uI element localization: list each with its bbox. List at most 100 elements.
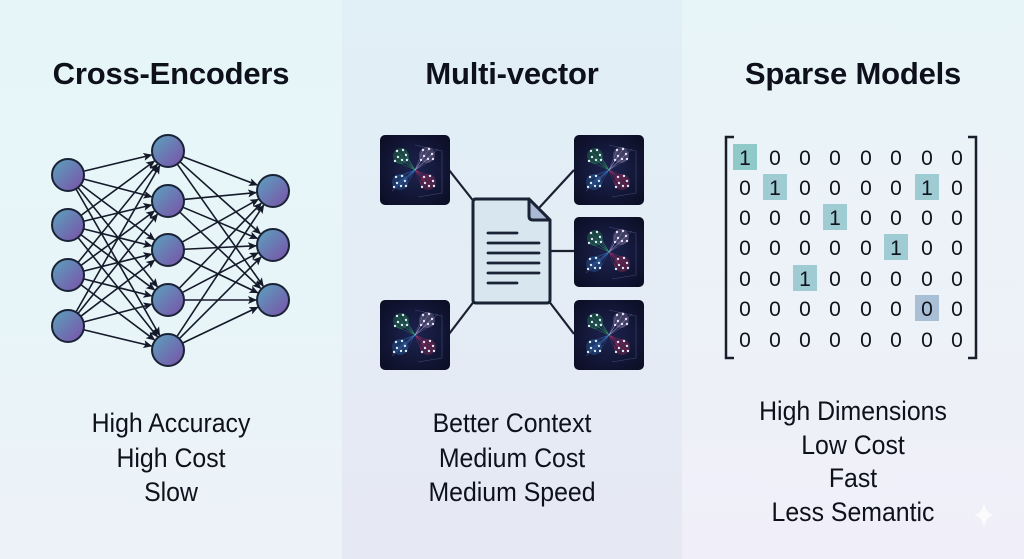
input-node (51, 258, 85, 292)
property-speed: Slow (144, 477, 198, 507)
embedding-tile (380, 135, 450, 205)
input-node (51, 158, 85, 192)
cross-encoders-properties: High Accuracy High Cost Slow (14, 406, 329, 510)
matrix-cell: 0 (921, 329, 933, 352)
embedding-connector (538, 169, 575, 209)
hidden-node (151, 233, 185, 267)
matrix-cell: 0 (829, 147, 841, 170)
matrix-cell: 0 (769, 298, 781, 321)
multi-vector-diagram (380, 135, 644, 370)
connection-arrow (77, 213, 159, 315)
connection-arrow (178, 202, 262, 290)
matrix-cell: 0 (739, 177, 751, 200)
matrix-cell: 0 (769, 268, 781, 291)
matrix-cell: 0 (799, 207, 811, 230)
matrix-cell: 0 (739, 329, 751, 352)
hidden-node (151, 134, 185, 168)
connection-arrow (80, 259, 156, 317)
connection-arrow (80, 160, 156, 217)
panel-multi-vector: Multi-vector Better Context Medium Cost (342, 0, 682, 559)
matrix-cell: 0 (799, 147, 811, 170)
matrix-cell: 0 (799, 329, 811, 352)
sparse-models-properties: High Dimensions Low Cost Fast Less Seman… (696, 395, 1011, 529)
matrix-cell: 0 (951, 298, 963, 321)
multi-vector-title: Multi-vector (425, 56, 599, 91)
matrix-cell: 0 (890, 329, 902, 352)
matrix-cell: 1 (890, 237, 902, 260)
left-bracket (724, 135, 734, 360)
matrix-brackets (724, 135, 978, 360)
embedding-tile (380, 300, 450, 370)
sparse-models-title: Sparse Models (744, 56, 962, 91)
matrix-cell: 0 (829, 329, 841, 352)
connection-arrow (176, 204, 265, 338)
property-cost: Low Cost (801, 429, 905, 460)
matrix-cell: 0 (769, 329, 781, 352)
connection-arrow (83, 152, 153, 173)
matrix-cell: 1 (739, 147, 751, 170)
matrix-cell: 0 (921, 207, 933, 230)
connection-arrow (182, 155, 259, 186)
connection-arrow (75, 164, 161, 313)
matrix-cell: 0 (860, 329, 872, 352)
connection-arrow (83, 328, 153, 349)
embedding-tile (574, 135, 644, 205)
output-node (256, 283, 290, 317)
output-node (256, 228, 290, 262)
embedding-tile (574, 300, 644, 370)
highlighted-cell (884, 234, 908, 260)
cross-encoders-title: Cross-Encoders (52, 56, 290, 91)
document-icon (471, 197, 552, 305)
matrix-cell: 0 (769, 207, 781, 230)
matrix-cell: 0 (860, 237, 872, 260)
matrix-cell: 0 (921, 147, 933, 170)
matrix-cell: 0 (739, 237, 751, 260)
matrix-cell: 0 (890, 268, 902, 291)
matrix-cell: 0 (921, 237, 933, 260)
connection-arrow (182, 256, 259, 294)
property-speed: Fast (828, 463, 878, 493)
connection-arrow (181, 252, 259, 294)
matrix-cell: 1 (799, 268, 811, 291)
matrix-cell: 1 (769, 177, 781, 200)
connection-arrow (181, 198, 260, 243)
connection-arrow (178, 256, 262, 340)
document-text-lines (486, 231, 541, 285)
hidden-node (151, 184, 185, 218)
highlighted-cell (733, 144, 757, 170)
matrix-cell: 0 (739, 298, 751, 321)
matrix-cell: 0 (860, 177, 872, 200)
matrix-cell: 0 (951, 177, 963, 200)
property-context: Better Context (432, 408, 592, 438)
highlighted-cell (763, 174, 787, 200)
sparkle-icon (974, 502, 994, 528)
property-speed: Medium Speed (428, 477, 596, 507)
matrix-cell: 0 (769, 237, 781, 260)
highlighted-cell (915, 174, 939, 200)
property-accuracy: High Accuracy (91, 408, 251, 438)
matrix-cell: 0 (799, 177, 811, 200)
input-node (51, 309, 85, 343)
matrix-cell: 0 (860, 147, 872, 170)
matrix-cell: 0 (799, 237, 811, 260)
connection-arrow (83, 252, 153, 272)
matrix-cell: 0 (951, 147, 963, 170)
matrix-cell: 0 (799, 298, 811, 321)
matrix-cell: 0 (739, 268, 751, 291)
right-bracket (968, 135, 978, 360)
connection-arrow (183, 242, 258, 251)
matrix-cell: 0 (890, 177, 902, 200)
neural-network-diagram (51, 134, 290, 367)
embedding-connector (547, 299, 575, 335)
matrix-cell: 0 (921, 268, 933, 291)
connection-arrow (77, 163, 158, 264)
matrix-cell: 0 (951, 329, 963, 352)
hidden-node (151, 283, 185, 317)
matrix-cell: 0 (769, 147, 781, 170)
connection-arrow (182, 206, 259, 240)
matrix-cell: 0 (829, 268, 841, 291)
matrix-cell: 1 (921, 177, 933, 200)
property-cost: Medium Cost (438, 442, 586, 473)
highlighted-cell (823, 204, 847, 230)
